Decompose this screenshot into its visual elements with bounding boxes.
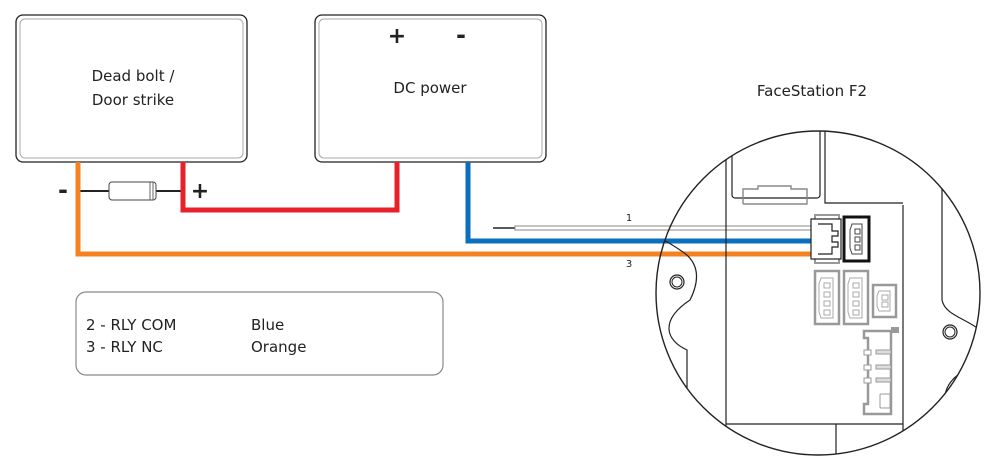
legend-row-pin: 3 - RLY NC	[86, 338, 163, 356]
grey-connector-4pin-a	[813, 269, 841, 326]
dc-power-box: DC power + -	[314, 14, 547, 163]
legend-row-color: Orange	[251, 338, 306, 356]
legend-row-color: Blue	[251, 316, 284, 334]
relay-connector	[810, 214, 842, 264]
legend-row-pin: 2 - RLY COM	[86, 316, 176, 334]
deadbolt-plus-sign: +	[191, 179, 209, 204]
facestation-detail	[655, 130, 981, 456]
dc-power-label: DC power	[393, 79, 467, 97]
wire-white	[493, 225, 813, 231]
grey-connector-2pin	[871, 283, 898, 319]
deadbolt-box: Dead bolt / Door strike	[15, 14, 248, 163]
wire-red	[180, 162, 400, 213]
deadbolt-label-line2: Door strike	[92, 91, 174, 109]
deadbolt-minus-sign: -	[58, 176, 68, 204]
wire-pin1-label: 1	[626, 213, 632, 224]
wire-orange	[75, 162, 812, 257]
wire-pin3-label: 3	[626, 259, 632, 270]
black-connector	[842, 215, 871, 263]
wire-blue	[465, 162, 812, 244]
deadbolt-label-line1: Dead bolt /	[92, 67, 176, 85]
grey-connector-4pin-b	[842, 269, 870, 326]
side-connector	[862, 327, 899, 416]
dc-power-minus-sign: -	[456, 21, 466, 49]
facestation-title: FaceStation F2	[757, 82, 867, 100]
dc-power-plus-sign: +	[388, 24, 406, 49]
diode	[80, 181, 183, 201]
wire-legend: 2 - RLY COM Blue 3 - RLY NC Orange	[75, 291, 444, 376]
